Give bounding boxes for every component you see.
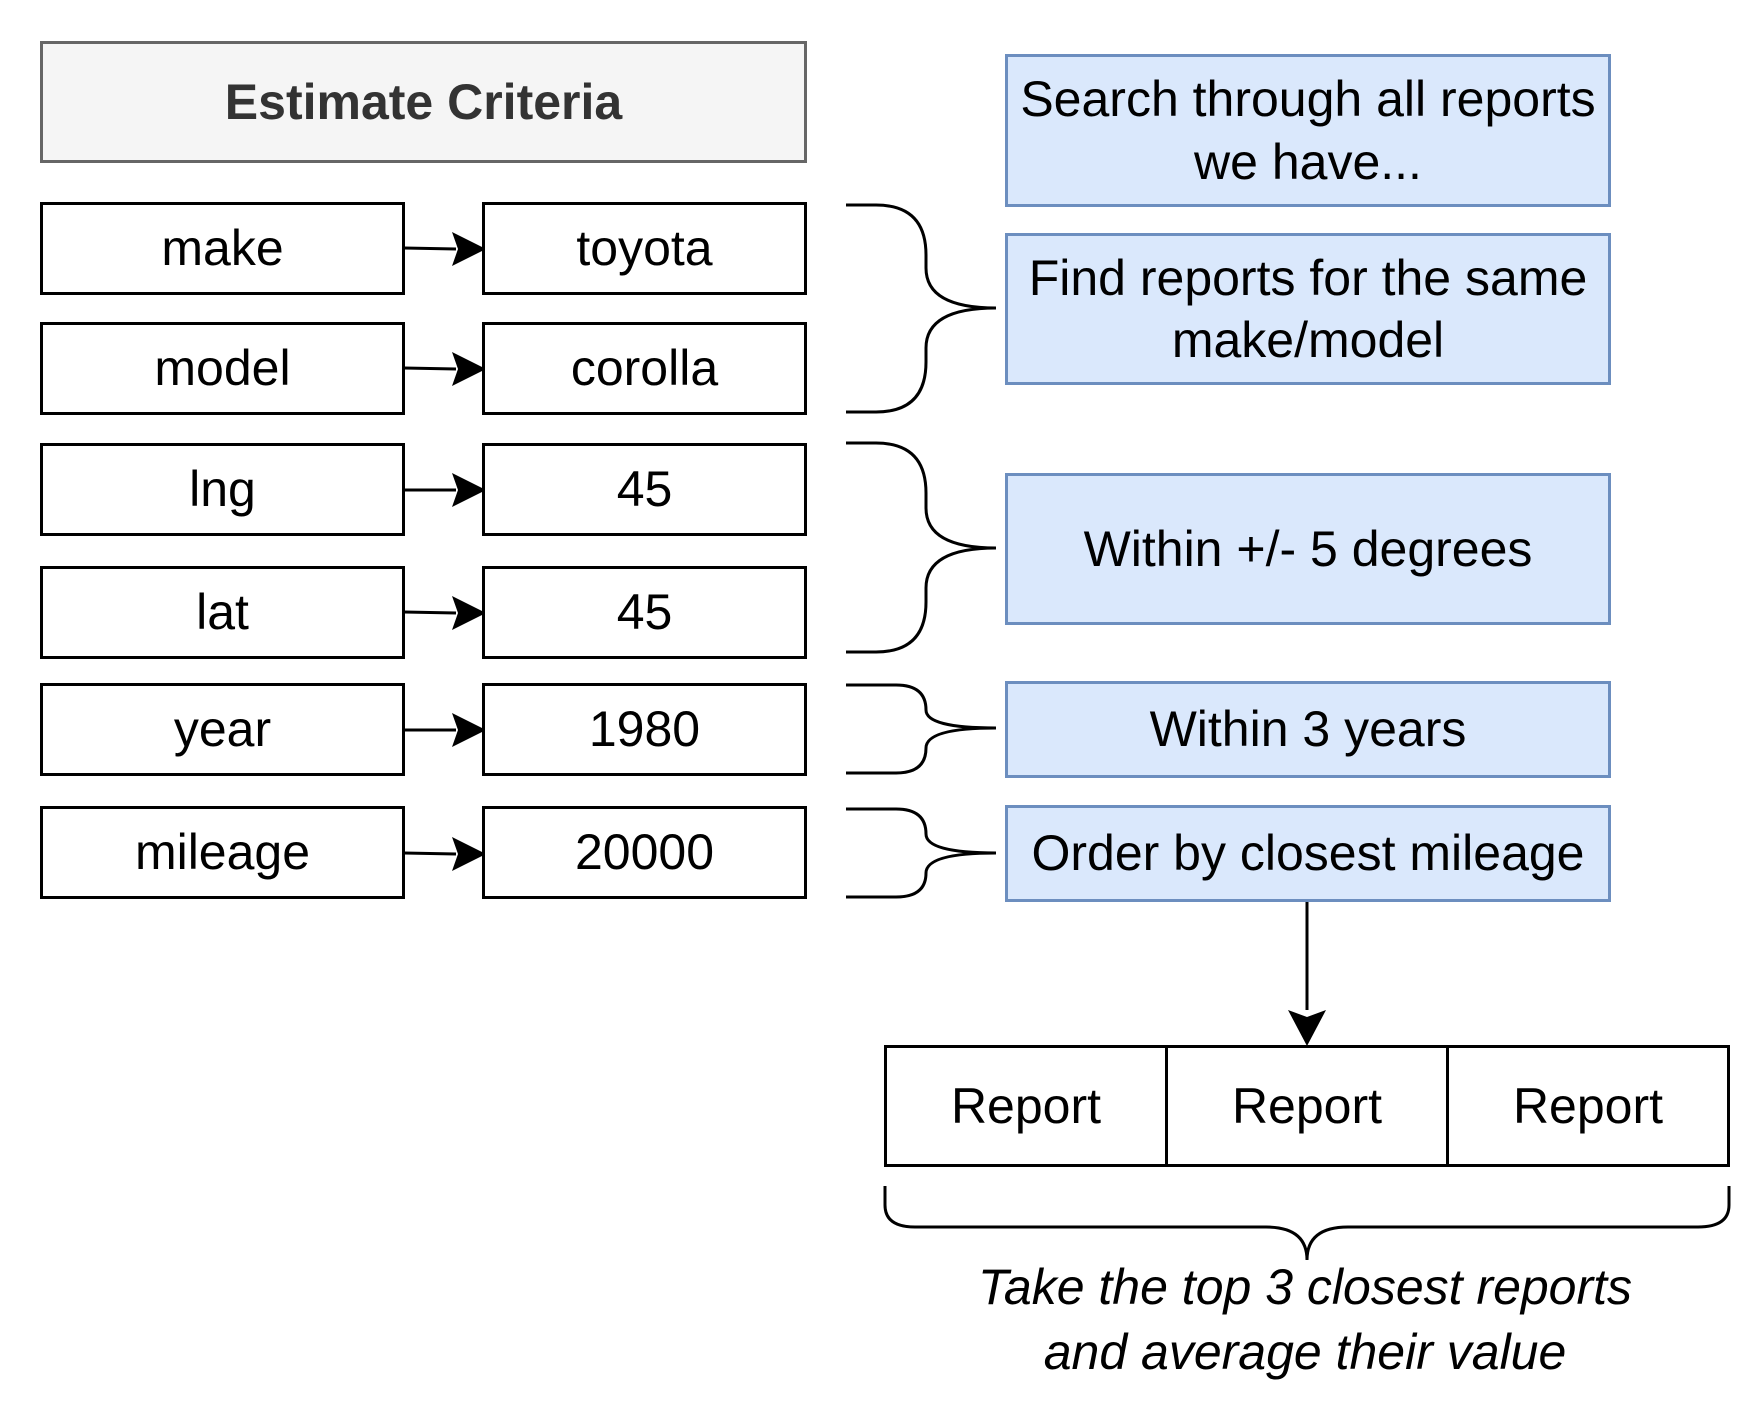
step-order-mileage: Order by closest mileage (1005, 805, 1611, 902)
arrow-make-head (452, 232, 486, 266)
report-cell: Report (887, 1048, 1168, 1164)
step-within-years: Within 3 years (1005, 681, 1611, 778)
arrow-lat (403, 610, 457, 615)
criteria-key-mileage: mileage (40, 806, 405, 899)
estimate-criteria-title: Estimate Criteria (40, 41, 807, 163)
criteria-value-mileage: 20000 (482, 806, 807, 899)
arrow-lat-head (452, 596, 486, 630)
arrow-make (403, 246, 457, 251)
criteria-value-lng: 45 (482, 443, 807, 536)
brace-make-model (846, 203, 997, 414)
brace-year (846, 683, 997, 775)
arrow-mileage-head (452, 837, 486, 871)
arrow-lng-head (452, 473, 486, 507)
footnote-line-1: Take the top 3 closest reports (977, 1259, 1633, 1315)
step-within-degrees: Within +/- 5 degrees (1005, 473, 1611, 625)
arrow-model (403, 366, 457, 371)
footnote: Take the top 3 closest reports and avera… (870, 1255, 1740, 1385)
step-same-make-model: Find reports for the same make/model (1005, 233, 1611, 385)
criteria-arrows (403, 232, 486, 871)
criteria-key-lat: lat (40, 566, 405, 659)
brace-mileage (846, 807, 997, 899)
criteria-key-model: model (40, 322, 405, 415)
report-cell: Report (1168, 1048, 1449, 1164)
criteria-value-lat: 45 (482, 566, 807, 659)
criteria-value-make: toyota (482, 202, 807, 295)
arrow-to-reports-head (1288, 1010, 1326, 1046)
arrow-model-head (452, 352, 486, 386)
criteria-key-lng: lng (40, 443, 405, 536)
brace-location (846, 441, 997, 654)
step-search-all: Search through all reports we have... (1005, 54, 1611, 207)
arrow-mileage (403, 851, 457, 856)
arrow-year-head (452, 713, 486, 747)
footnote-line-2: and average their value (1043, 1324, 1567, 1380)
brace-reports (883, 1186, 1731, 1261)
criteria-value-model: corolla (482, 322, 807, 415)
report-cell: Report (1449, 1048, 1727, 1164)
criteria-value-year: 1980 (482, 683, 807, 776)
reports-row: Report Report Report (884, 1045, 1730, 1167)
criteria-key-make: make (40, 202, 405, 295)
criteria-key-year: year (40, 683, 405, 776)
